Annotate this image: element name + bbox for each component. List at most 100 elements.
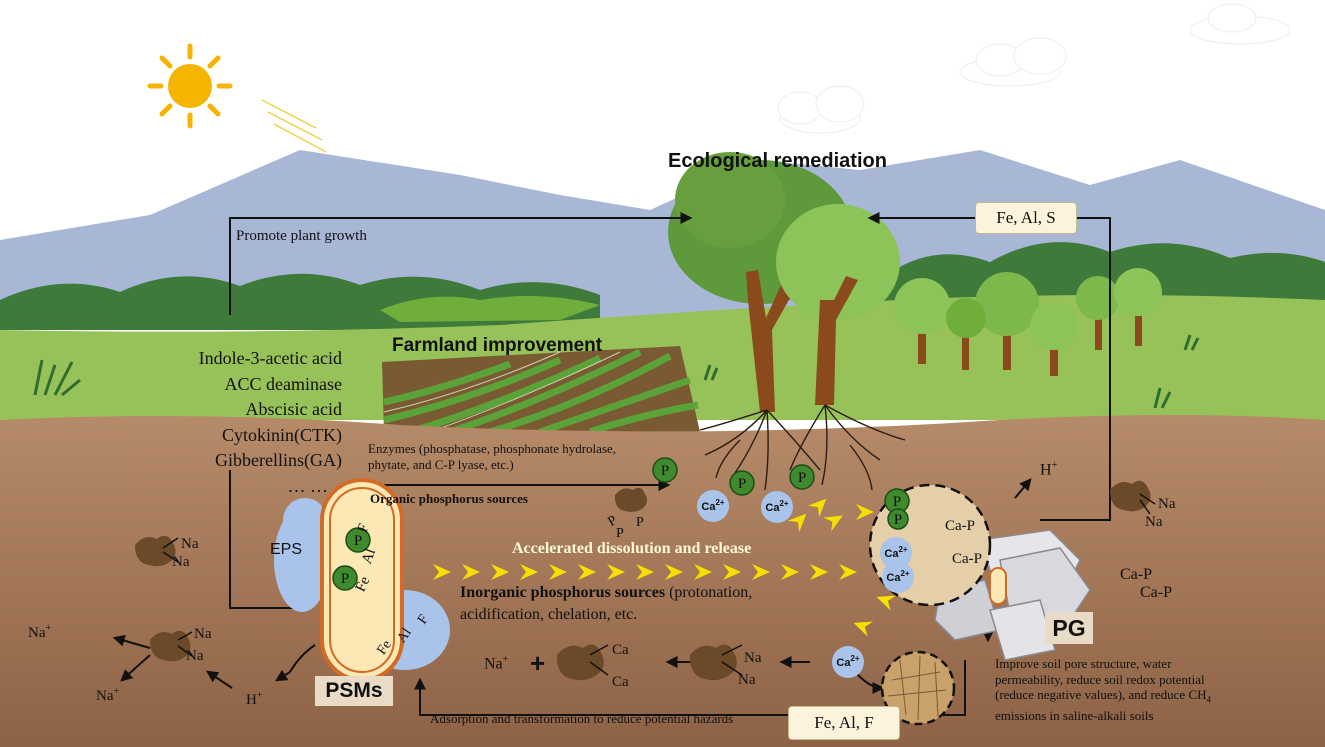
na-text: Na [96, 688, 114, 704]
yellow-chevron-icon [491, 564, 509, 580]
ca-p-label: Ca-P [1120, 566, 1152, 583]
yellow-chevron-icon [723, 564, 741, 580]
plus-sign: + [530, 648, 546, 678]
ca-p-label: Ca-P [945, 518, 975, 534]
cloud-icon [959, 37, 1067, 87]
phosphate-ball-icon [345, 527, 371, 553]
soil-aggregate-zoom [880, 650, 956, 726]
na-label: Na [1158, 496, 1176, 512]
sodium-ion-label: Na+ [96, 686, 119, 705]
cloud-icon [1189, 3, 1291, 45]
na-text: Na [484, 655, 503, 673]
farmland-field [382, 346, 700, 436]
yellow-chevron-icon [876, 595, 897, 611]
yellow-chevron-icon [856, 504, 874, 520]
psms-bacterium [274, 478, 450, 682]
na-label: Na [1145, 514, 1163, 530]
yellow-chevron-icon [636, 564, 654, 580]
flow-lines [112, 212, 1111, 716]
yellow-chevron-icon [433, 564, 451, 580]
improve-soil-text: Improve soil pore structure, water perme… [995, 656, 1211, 724]
enzymes-label: Enzymes (phosphatase, phosphonate hydrol… [368, 441, 616, 473]
proton-label: H+ [1040, 460, 1057, 479]
yellow-chevron-icon [578, 564, 596, 580]
calcium-ion-icon [880, 537, 912, 569]
improve-line: (reduce negative values), and reduce CH4 [995, 687, 1211, 708]
fe-al-s-box: Fe, Al, S [975, 202, 1077, 234]
charge: + [45, 623, 52, 634]
yellow-chevron-icon [853, 621, 874, 637]
h-text: H [1040, 461, 1052, 479]
phytohormone-item: Abscisic acid [245, 399, 342, 419]
farmland-label: Farmland improvement [392, 335, 603, 356]
phosphate-ball-icon [332, 565, 358, 591]
inorganic-label: Inorganic phosphorus sources (protonatio… [460, 584, 752, 602]
calcium-ion-icon [882, 561, 914, 593]
yellow-chevron-icon [694, 564, 712, 580]
eps-label: EPS [270, 541, 303, 558]
charge: + [502, 654, 509, 665]
na-label: Na [194, 626, 212, 642]
yellow-chevron-icon [752, 564, 770, 580]
p-label: P [616, 526, 624, 541]
na-label: Na [181, 536, 199, 552]
psms-label: PSMs [315, 676, 393, 706]
fe-al-f-box: Fe, Al, F [788, 706, 900, 740]
yellow-chevron-icon [823, 515, 843, 532]
pg-label: PG [1045, 612, 1093, 644]
inorganic-bold: Inorganic phosphorus sources [460, 584, 666, 601]
p-label: P [636, 515, 644, 530]
na-label: Na [738, 672, 756, 688]
charge: + [256, 690, 263, 701]
na-label: Na [744, 650, 762, 666]
cloud-icon [777, 85, 865, 134]
phytohormone-item: Gibberellins(GA) [215, 450, 342, 470]
yellow-chevron-icon [520, 564, 538, 580]
ca-label: Ca [612, 674, 629, 690]
yellow-chevron-icon [665, 564, 683, 580]
phosphate-symbol: P [738, 476, 746, 492]
phytohormone-item: ACC deaminase [224, 373, 342, 394]
bush [380, 296, 600, 322]
adsorption-label: Adsorption and transformation to reduce … [430, 711, 734, 726]
phosphate-symbol: P [354, 533, 362, 549]
sodium-ion-label: Na+ [484, 654, 508, 673]
calcium-ion-icon [832, 646, 864, 678]
inorganic-line2: acidification, chelation, etc. [460, 606, 638, 623]
sodium-ion-label: Na+ [28, 623, 51, 642]
yellow-arrow-icons [433, 498, 897, 637]
phosphate-ball-icon [789, 464, 815, 490]
improve-line: emissions in saline-alkali soils [995, 708, 1154, 724]
improve-line: Improve soil pore structure, water [995, 656, 1172, 671]
improve-line-text: (reduce negative values), and reduce CH [995, 687, 1207, 702]
na-label: Na [172, 554, 190, 570]
phosphate-symbol: P [893, 494, 901, 510]
yellow-chevron-icon [810, 564, 828, 580]
phosphate-ball-icon [729, 470, 755, 496]
promote-label: Promote plant growth [236, 228, 367, 244]
phosphate-ball-icon [887, 508, 909, 530]
inorganic-rest: (protonation, [669, 584, 753, 601]
yellow-chevron-icon [787, 513, 807, 533]
phosphate-ball-icon [652, 457, 678, 483]
calcium-ion-icon [761, 491, 793, 523]
phytohormone-item: … … [287, 475, 329, 496]
yellow-chevron-icon [549, 564, 567, 580]
na-text: Na [28, 625, 46, 641]
grass-tuft-icon [33, 334, 1200, 409]
organic-label: Organic phosphorus sources [370, 491, 528, 506]
proton-label: H+ [246, 690, 262, 709]
tree-icon [668, 152, 900, 412]
enzymes-line: Enzymes (phosphatase, phosphonate hydrol… [368, 441, 617, 456]
h-text: H [246, 692, 257, 708]
enzymes-line: phytate, and C-P lyase, etc.) [368, 457, 514, 472]
page-title: Ecological remediation [668, 150, 887, 172]
phytohormone-item: Indole-3-acetic acid [198, 348, 342, 368]
subscript-4: 4 [1206, 694, 1212, 705]
phytohormone-item: Cytokinin(CTK) [222, 424, 342, 445]
na-label: Na [186, 648, 204, 664]
phosphate-symbol: P [798, 470, 806, 486]
accelerated-label: Accelerated dissolution and release [512, 540, 752, 557]
ca-p-label: Ca-P [952, 551, 982, 567]
